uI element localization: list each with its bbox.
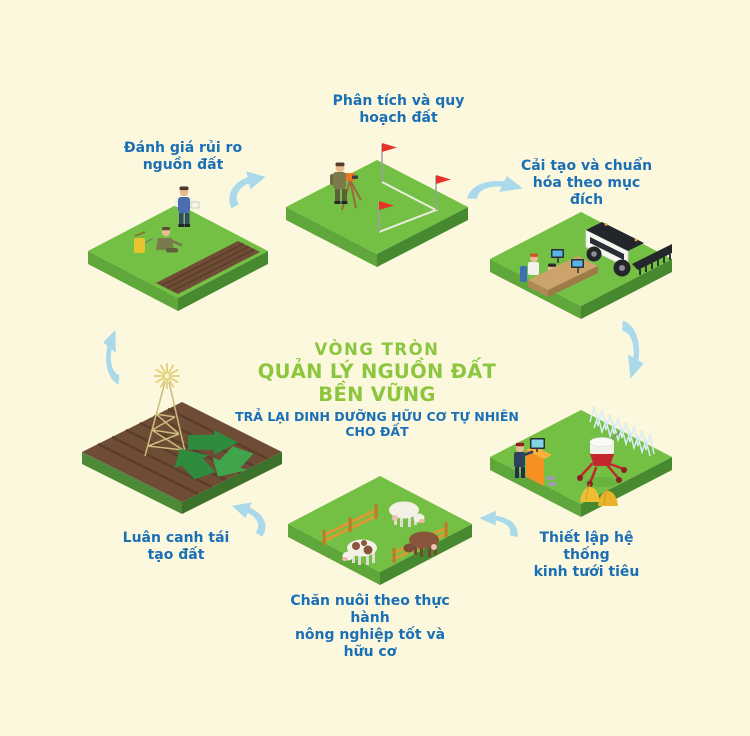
recycle-symbol-icon xyxy=(174,429,254,480)
step-label-chan-nuoi: Chăn nuôi theo thực hành nông nghiệp tốt… xyxy=(290,593,450,660)
cycle-title-line2: QUẢN LÝ NGUỒN ĐẤT BỀN VỮNG xyxy=(257,360,497,406)
hay-bales xyxy=(580,483,618,506)
cycle-title: VÒNG TRÒN QUẢN LÝ NGUỒN ĐẤT BỀN VỮNG TRẢ… xyxy=(232,340,522,439)
step-label-phan-tich-quy-hoach: Phân tích và quy hoạch đất xyxy=(332,93,465,126)
brown-cow xyxy=(403,531,439,557)
control-console-operator xyxy=(514,438,557,486)
tractor-with-harrow xyxy=(585,222,672,277)
illustration-reclamation-machinery xyxy=(490,212,672,319)
cycle-arrow-reclaim-to-irrigation-icon xyxy=(622,320,644,379)
white-cow xyxy=(389,501,425,527)
step-label-danh-gia-rui-ro: Đánh giá rủi ro nguồn đất xyxy=(123,140,243,173)
windmill xyxy=(144,363,188,461)
planning-desk-computers xyxy=(520,249,598,297)
illustration-irrigation-system xyxy=(490,405,672,517)
surveyor-with-theodolite xyxy=(330,162,362,211)
sprinkler-spray xyxy=(589,405,655,457)
illustration-land-surveying xyxy=(286,143,468,267)
cycle-arrow-irrigation-to-livestock-icon xyxy=(479,510,518,538)
step-label-thiet-lap-tuoi-tieu: Thiết lập hệ thống kinh tưới tiêu xyxy=(533,530,640,580)
standing-inspector xyxy=(175,186,200,227)
illustration-cattle-grazing xyxy=(288,476,472,585)
cycle-title-line1: VÒNG TRÒN xyxy=(314,340,440,359)
step-label-luan-canh: Luân canh tái tạo đất xyxy=(122,530,230,563)
cycle-arrow-livestock-to-rotation-icon xyxy=(231,502,266,537)
cycle-title-line3: TRẢ LẠI DINH DƯỠNG HỮU CƠ TỰ NHIÊN CHO Đ… xyxy=(235,409,519,439)
step-label-cai-tao-chuan-hoa: Cải tạo và chuẩn hóa theo mục đích xyxy=(520,158,653,208)
illustration-soil-regeneration xyxy=(82,363,282,514)
spotted-cow xyxy=(342,539,377,565)
illustration-soil-risk-inspection xyxy=(88,186,268,311)
cycle-arrow-risk-to-survey-icon xyxy=(229,171,266,209)
cycle-arrow-rotation-to-risk-icon xyxy=(103,330,120,385)
cycle-arrow-survey-to-reclaim-icon xyxy=(467,176,524,199)
kneeling-inspector xyxy=(156,227,183,253)
